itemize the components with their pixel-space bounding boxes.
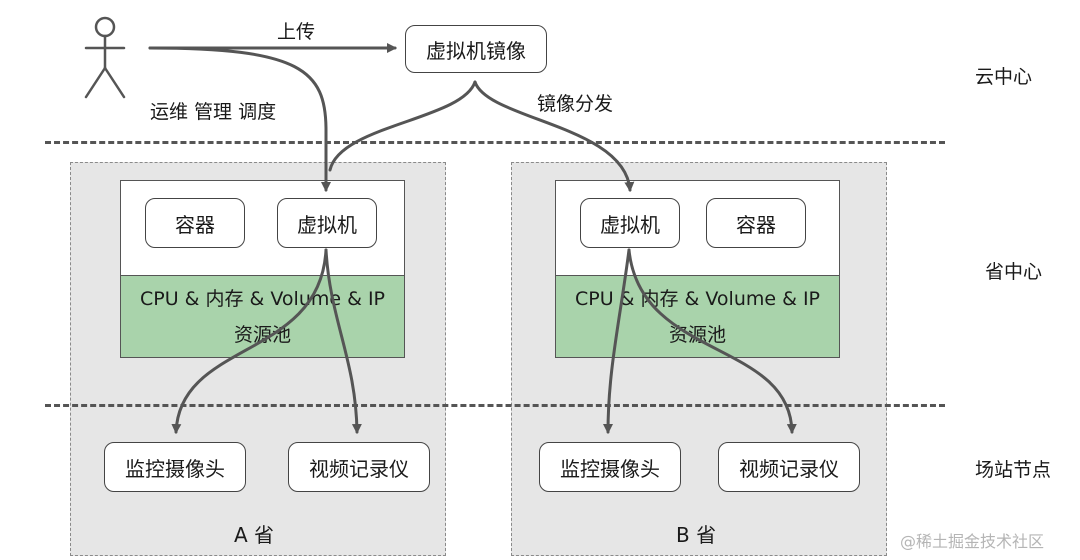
pool-label-line1: CPU & 内存 & Volume & IP [574, 287, 821, 310]
province-b-vm-node[interactable]: 虚拟机 [580, 198, 680, 248]
province-a-resource-pool: CPU & 内存 & Volume & IP 资源池 [120, 275, 405, 358]
upload-label: 上传 [277, 21, 316, 43]
province-a-recorder-node[interactable]: 视频记录仪 [288, 442, 430, 492]
province-b-container-node[interactable]: 容器 [706, 198, 806, 248]
province-a-camera-node[interactable]: 监控摄像头 [104, 442, 246, 492]
watermark: @稀土掘金技术社区 [900, 532, 1045, 551]
edge-a-vm-recorder [324, 248, 362, 434]
province-a-caption: A 省 [234, 523, 275, 547]
ops-label: 运维 管理 调度 [150, 101, 277, 123]
tier-label-cloud: 云中心 [975, 66, 1033, 88]
province-b-camera-node[interactable]: 监控摄像头 [539, 442, 681, 492]
divider-province-site [45, 404, 945, 407]
province-a-container-node[interactable]: 容器 [145, 198, 245, 248]
pool-label-line2: 资源池 [233, 323, 291, 346]
vm-image-node[interactable]: 虚拟机镜像 [405, 25, 547, 73]
divider-cloud-province [45, 141, 945, 144]
tier-label-site: 场站节点 [975, 459, 1052, 481]
tier-label-province: 省中心 [985, 261, 1043, 283]
province-b-recorder-node[interactable]: 视频记录仪 [718, 442, 860, 492]
user-icon [84, 16, 126, 99]
edge-distribute-b [473, 80, 635, 192]
province-b-caption: B 省 [676, 523, 717, 547]
distribute-label: 镜像分发 [537, 93, 614, 115]
edge-a-vm-camera [171, 248, 328, 434]
province-a-vm-node[interactable]: 虚拟机 [277, 198, 377, 248]
edge-b-vm-camera [603, 248, 631, 434]
edge-distribute-a [328, 80, 477, 172]
edge-ops [148, 46, 331, 192]
edge-b-vm-recorder [627, 248, 797, 434]
pool-label-line1: CPU & 内存 & Volume & IP [139, 287, 386, 310]
